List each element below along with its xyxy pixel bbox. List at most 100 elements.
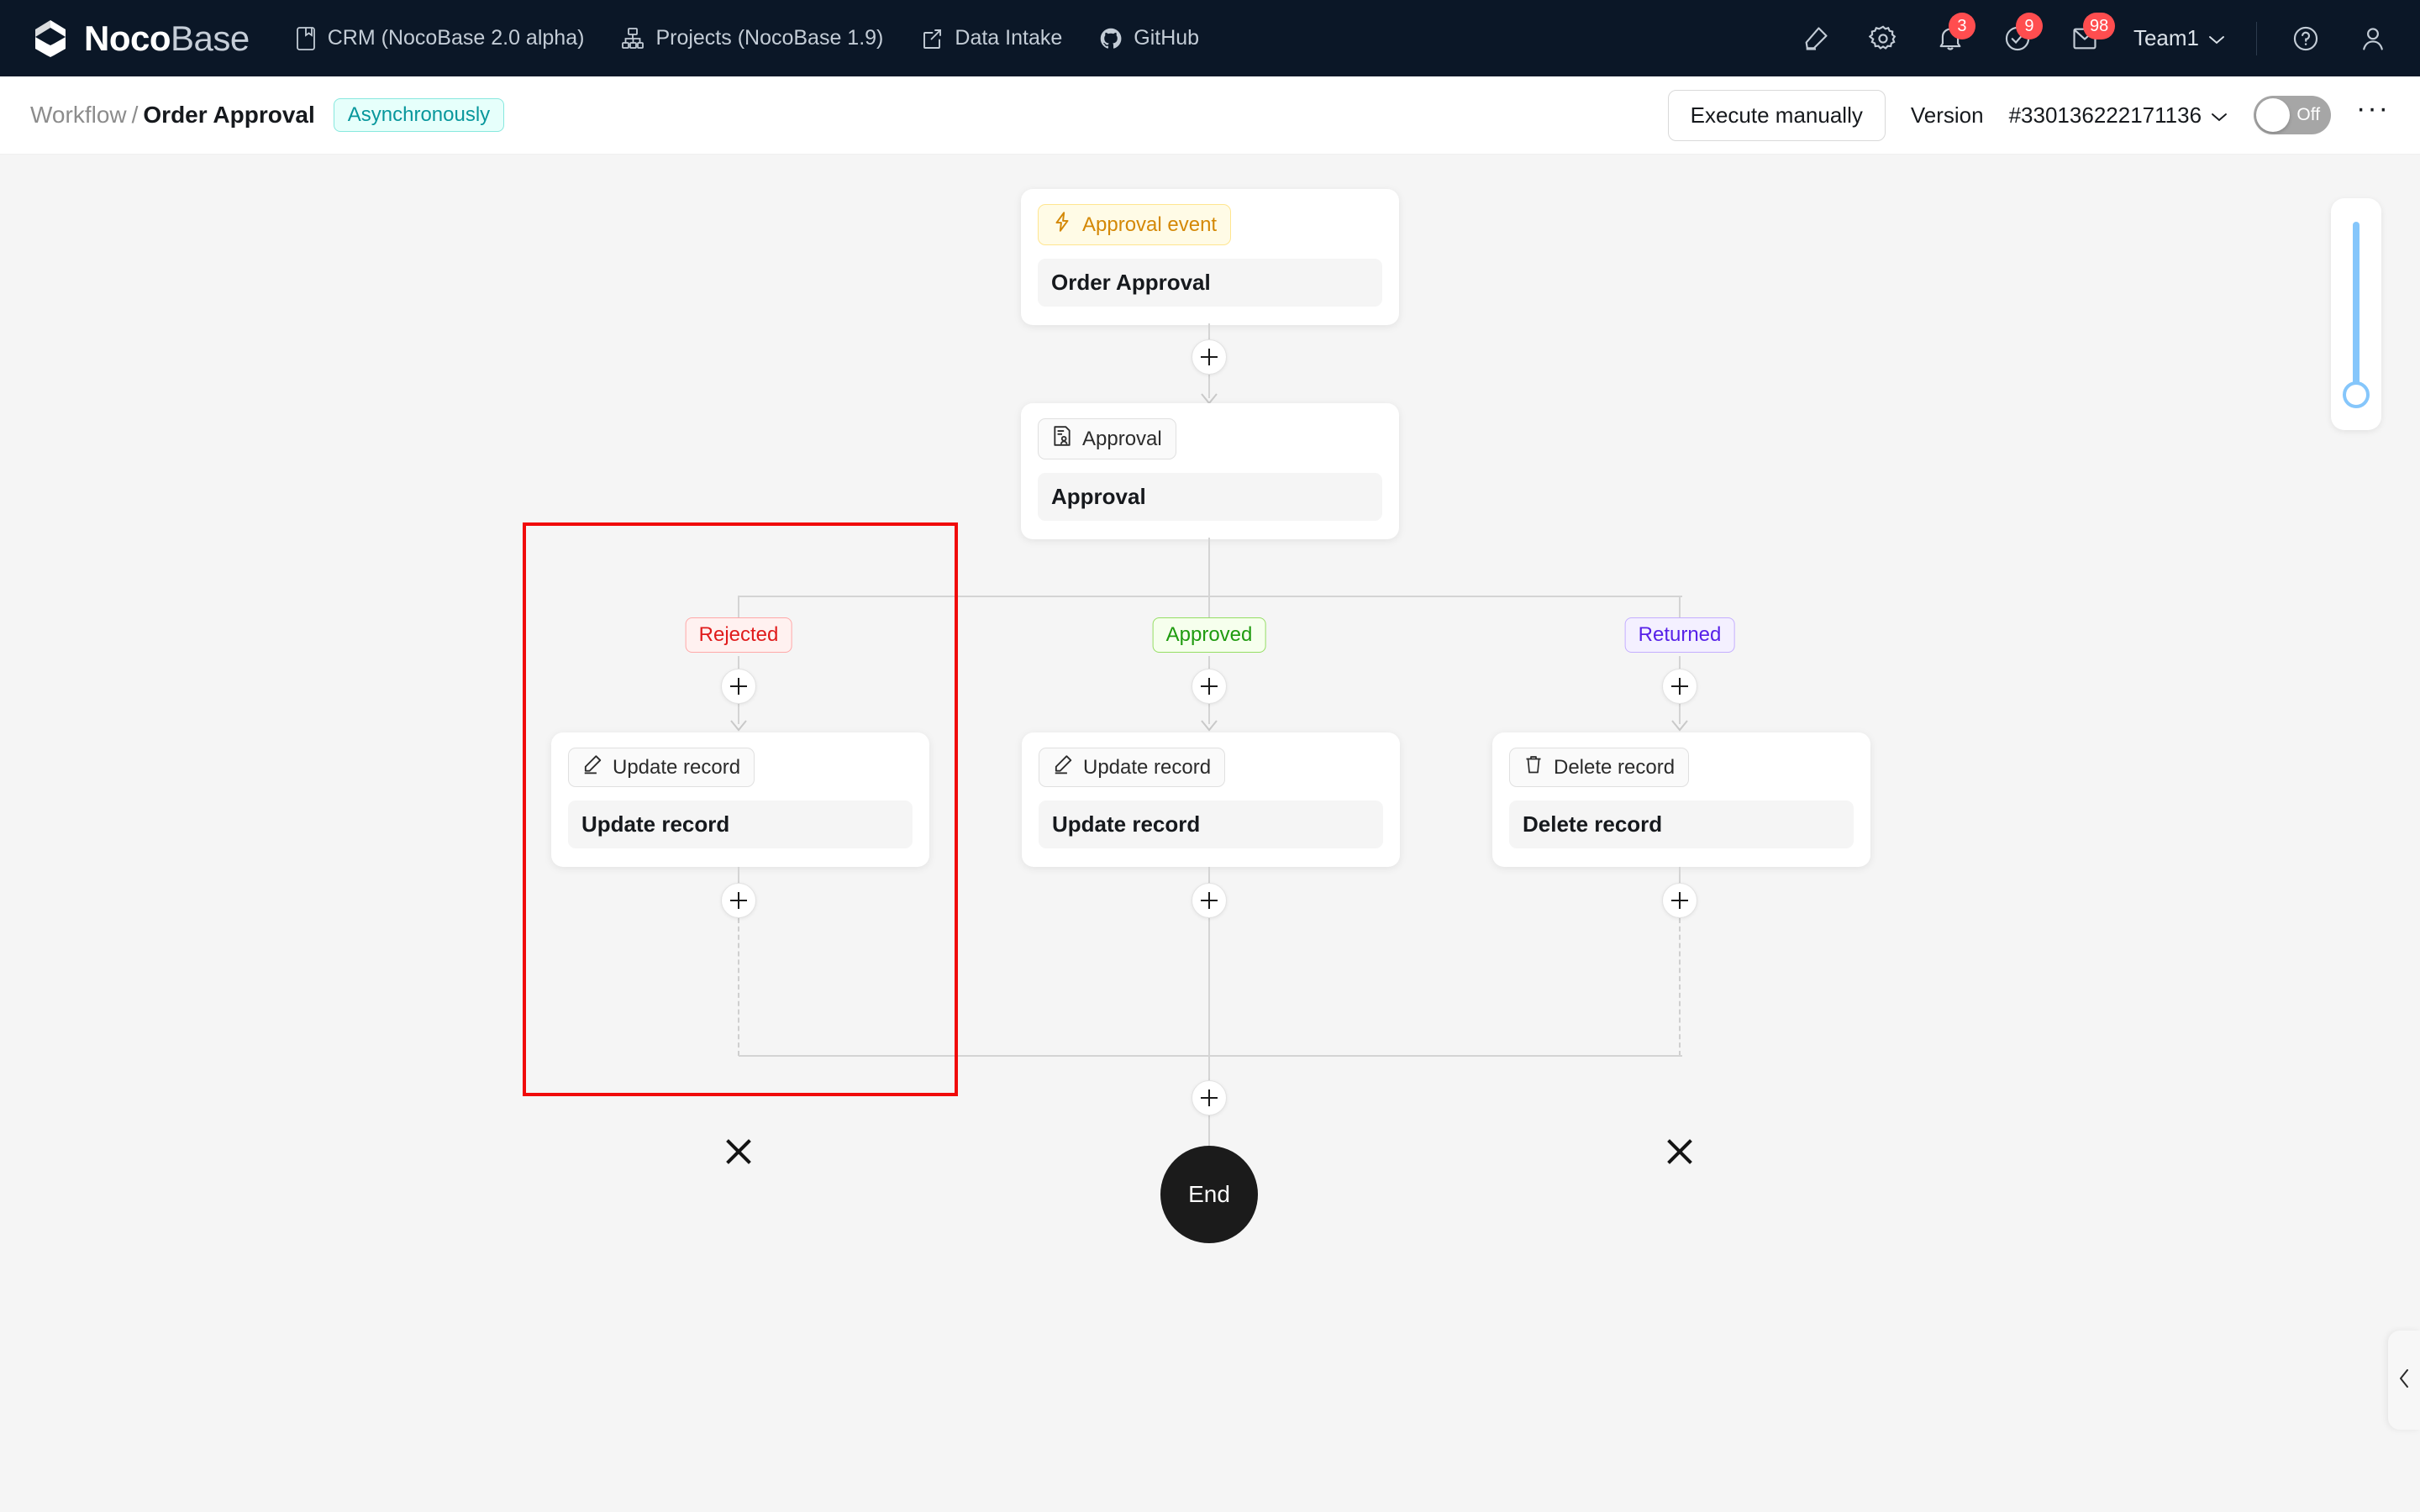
node-update-record-rejected[interactable]: Update record Update record bbox=[551, 732, 929, 867]
breadcrumb-separator: / bbox=[131, 102, 139, 128]
breadcrumb: Workflow/Order Approval bbox=[30, 102, 315, 129]
nav-item-projects-label: Projects (NocoBase 1.9) bbox=[655, 26, 884, 50]
node-title-update-record-rejected[interactable]: Update record bbox=[568, 801, 913, 848]
connector-dashed bbox=[738, 918, 739, 1056]
branch-label-rejected[interactable]: Rejected bbox=[685, 617, 792, 653]
github-icon bbox=[1099, 27, 1123, 50]
help-circle-icon bbox=[2291, 24, 2320, 53]
add-node-button-approved-bottom[interactable] bbox=[1192, 883, 1227, 918]
node-end[interactable]: End bbox=[1160, 1146, 1258, 1243]
node-title-approval[interactable]: Approval bbox=[1038, 473, 1382, 521]
add-node-button-rejected-bottom[interactable] bbox=[721, 883, 756, 918]
nav-item-github[interactable]: GitHub bbox=[1099, 26, 1199, 50]
notifications-badge: 3 bbox=[1948, 12, 1975, 39]
book-icon bbox=[295, 26, 317, 51]
notifications-button[interactable]: 3 bbox=[1932, 12, 1975, 57]
node-approval-event[interactable]: Approval event Order Approval bbox=[1021, 189, 1399, 325]
branch-merge-line bbox=[739, 1055, 1682, 1057]
workflow-enable-toggle[interactable]: Off bbox=[2254, 96, 2332, 134]
logo-word-second: Base bbox=[171, 18, 250, 58]
node-type-badge-delete-record[interactable]: Delete record bbox=[1509, 748, 1690, 787]
inbox-badge: 98 bbox=[2082, 12, 2116, 39]
add-node-button-after-trigger[interactable] bbox=[1192, 339, 1227, 375]
panel-collapse-button[interactable] bbox=[2388, 1331, 2420, 1430]
toggle-state-label: Off bbox=[2296, 105, 2321, 124]
topbar-actions: 3 9 98 Team1 bbox=[1797, 12, 2391, 57]
connector-line bbox=[1208, 538, 1210, 596]
branch-label-returned[interactable]: Returned bbox=[1624, 617, 1735, 653]
nav-item-crm[interactable]: CRM (NocoBase 2.0 alpha) bbox=[295, 26, 585, 51]
nav-item-data-intake-label: Data Intake bbox=[955, 26, 1063, 50]
connector-line bbox=[738, 704, 739, 724]
add-node-button-returned-top[interactable] bbox=[1662, 669, 1697, 704]
node-delete-record-returned[interactable]: Delete record Delete record bbox=[1492, 732, 1870, 867]
sitemap-icon bbox=[621, 27, 644, 50]
remove-branch-button-rejected[interactable] bbox=[720, 1133, 757, 1170]
gear-icon bbox=[1868, 24, 1897, 53]
node-type-label: Update record bbox=[1083, 755, 1212, 779]
tasks-badge: 9 bbox=[2015, 12, 2043, 39]
tasks-button[interactable]: 9 bbox=[1999, 12, 2043, 57]
node-title-delete-record-returned[interactable]: Delete record bbox=[1509, 801, 1854, 848]
version-value: #330136222171136 bbox=[2008, 102, 2202, 128]
node-type-badge-update-record[interactable]: Update record bbox=[1039, 748, 1226, 787]
connector-line bbox=[1208, 1116, 1210, 1147]
remove-branch-button-returned[interactable] bbox=[1661, 1133, 1698, 1170]
app-logo[interactable]: NocoBase bbox=[29, 17, 250, 60]
topbar-divider bbox=[2256, 21, 2257, 55]
highlighter-icon bbox=[1802, 24, 1830, 53]
arrow-head-icon bbox=[730, 720, 747, 732]
breadcrumb-parent[interactable]: Workflow bbox=[30, 102, 127, 128]
external-link-icon bbox=[920, 27, 944, 50]
inbox-button[interactable]: 98 bbox=[2066, 12, 2116, 57]
node-title-approval-event[interactable]: Order Approval bbox=[1038, 259, 1382, 307]
workflow-header-bar: Workflow/Order Approval Asynchronously E… bbox=[0, 76, 2420, 155]
node-title-update-record-approved[interactable]: Update record bbox=[1039, 801, 1383, 848]
arrow-head-icon bbox=[1201, 720, 1218, 732]
node-type-badge-update-record[interactable]: Update record bbox=[568, 748, 755, 787]
logo-wordmark: NocoBase bbox=[84, 18, 250, 58]
pencil-icon bbox=[582, 754, 602, 780]
nav-item-data-intake[interactable]: Data Intake bbox=[920, 26, 1062, 50]
node-type-badge-approval-event[interactable]: Approval event bbox=[1038, 204, 1232, 245]
toggle-knob bbox=[2256, 98, 2291, 132]
lightning-icon bbox=[1052, 211, 1072, 239]
node-type-label: Approval event bbox=[1082, 213, 1218, 236]
logo-word-first: Noco bbox=[84, 18, 171, 58]
team-switcher-label: Team1 bbox=[2133, 25, 2199, 50]
version-selector[interactable]: #330136222171136 bbox=[2009, 102, 2228, 129]
add-node-button-before-end[interactable] bbox=[1192, 1080, 1227, 1116]
nav-item-projects[interactable]: Projects (NocoBase 1.9) bbox=[621, 26, 883, 50]
approval-doc-icon bbox=[1052, 425, 1072, 453]
add-node-button-returned-bottom[interactable] bbox=[1662, 883, 1697, 918]
node-approval[interactable]: Approval Approval bbox=[1021, 403, 1399, 539]
branch-label-approved[interactable]: Approved bbox=[1152, 617, 1266, 653]
workflow-header-actions: Execute manually Version #33013622217113… bbox=[1667, 89, 2390, 141]
chevron-left-icon bbox=[2396, 1366, 2412, 1395]
nav-item-crm-label: CRM (NocoBase 2.0 alpha) bbox=[327, 26, 585, 50]
primary-nav: CRM (NocoBase 2.0 alpha) Projects (NocoB… bbox=[295, 26, 1199, 51]
more-options-button[interactable]: ··· bbox=[2356, 92, 2390, 125]
chevron-down-icon bbox=[2207, 25, 2226, 51]
nocobase-logo-icon bbox=[29, 17, 72, 60]
highlighter-button[interactable] bbox=[1797, 20, 1834, 57]
zoom-slider-handle[interactable] bbox=[2343, 381, 2370, 408]
help-button[interactable] bbox=[2287, 20, 2324, 57]
team-switcher[interactable]: Team1 bbox=[2133, 25, 2226, 51]
pencil-icon bbox=[1053, 754, 1073, 780]
node-type-badge-approval[interactable]: Approval bbox=[1038, 418, 1176, 459]
workflow-mode-tag: Asynchronously bbox=[333, 98, 505, 132]
node-update-record-approved[interactable]: Update record Update record bbox=[1022, 732, 1400, 867]
workflow-canvas[interactable]: Approval event Order Approval Approval A… bbox=[0, 155, 2420, 1512]
zoom-slider-track[interactable] bbox=[2353, 222, 2360, 390]
page-title: Order Approval bbox=[143, 102, 315, 128]
zoom-slider-panel[interactable] bbox=[2331, 198, 2381, 430]
version-label: Version bbox=[1910, 102, 1984, 128]
add-node-button-approved-top[interactable] bbox=[1192, 669, 1227, 704]
add-node-button-rejected-top[interactable] bbox=[721, 669, 756, 704]
execute-manually-button[interactable]: Execute manually bbox=[1667, 89, 1886, 141]
user-avatar-button[interactable] bbox=[2354, 20, 2391, 57]
connector-dashed bbox=[1679, 918, 1681, 1056]
connector-line bbox=[1208, 704, 1210, 724]
settings-button[interactable] bbox=[1865, 20, 1902, 57]
